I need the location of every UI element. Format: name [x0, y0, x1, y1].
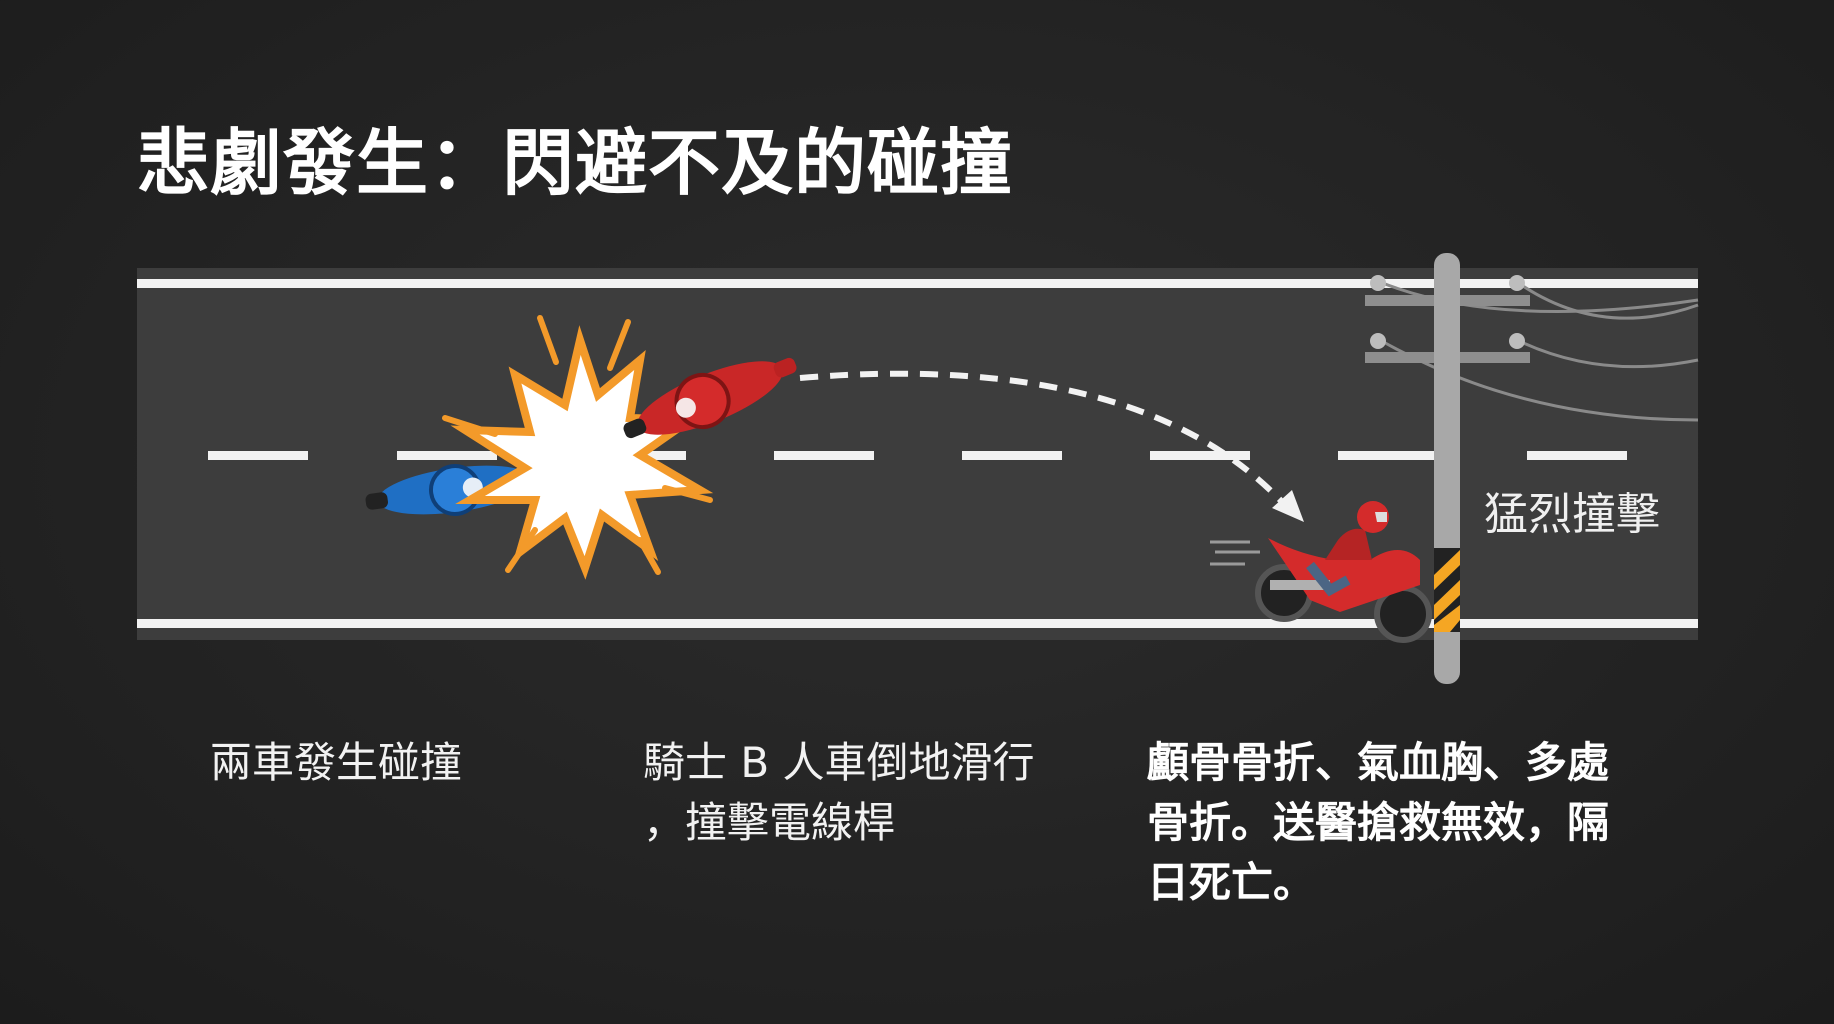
caption-outcome: 顱骨骨折、氣血胸、多處 骨折。送醫搶救無效，隔 日死亡。 — [1147, 733, 1609, 913]
caption-outcome-line-3: 日死亡。 — [1147, 858, 1316, 907]
caption-outcome-line-1: 顱骨骨折、氣血胸、多處 — [1147, 738, 1610, 787]
caption-sliding-line-2: ，撞擊電線桿 — [643, 798, 896, 847]
impact-label: 猛烈撞擊 — [1484, 489, 1660, 540]
road-edge-line-bottom — [137, 619, 1698, 628]
utility-pole-icon — [1365, 253, 1699, 684]
caption-collision: 兩車發生碰撞 — [210, 733, 462, 793]
caption-outcome-line-2: 骨折。送醫搶救無效，隔 — [1147, 798, 1610, 847]
page-title: 悲劇發生：閃避不及的碰撞 — [137, 121, 1014, 205]
road — [137, 268, 1698, 640]
caption-sliding: 騎士 B 人車倒地滑行 ，撞擊電線桿 — [643, 733, 1035, 853]
trajectory-arrow — [799, 370, 1304, 522]
road-edge-line-top — [137, 279, 1698, 288]
motorcycle-rider-b-topview-icon — [623, 357, 797, 439]
caption-collision-text: 兩車發生碰撞 — [210, 738, 463, 787]
motorcycle-rider-b-sideview-icon — [1210, 501, 1432, 643]
caption-sliding-line-1: 騎士 B 人車倒地滑行 — [643, 738, 1035, 787]
